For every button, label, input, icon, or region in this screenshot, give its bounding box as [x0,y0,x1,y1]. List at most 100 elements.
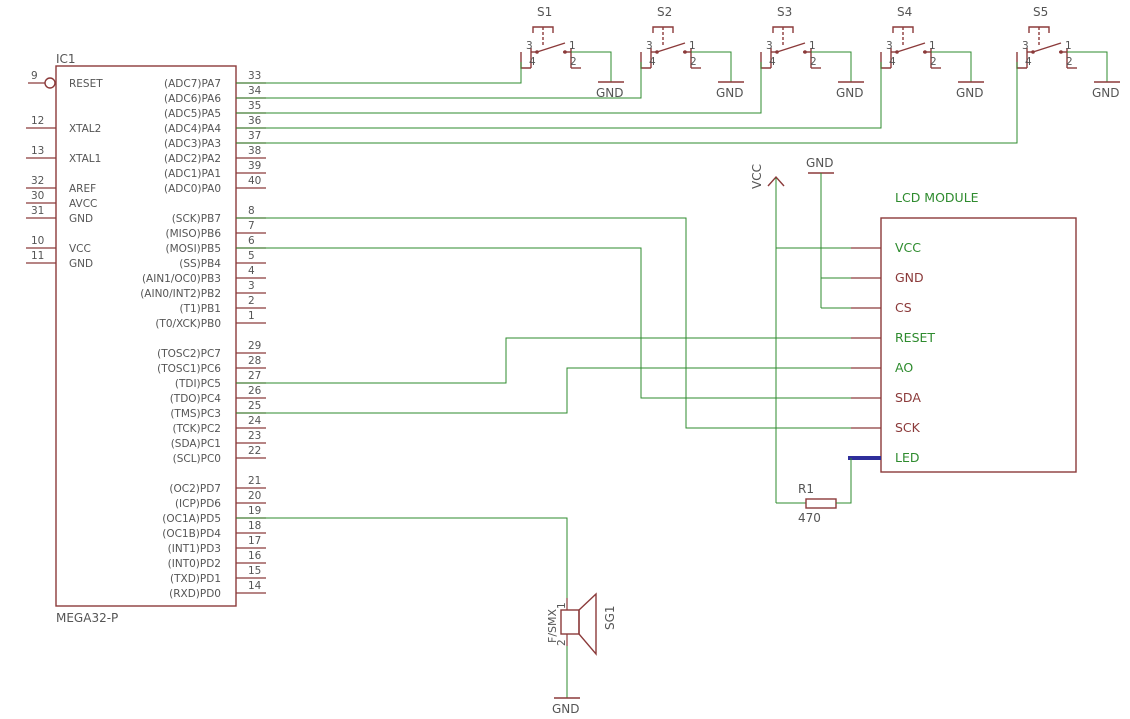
switch-gnd-wire [691,51,732,82]
ic1-left-pin-name: GND [69,258,93,270]
ic1-right-pin-name: (MISO)PB6 [166,228,222,240]
switch-node-left [1031,50,1035,54]
ic1-right-pin-name: (INT0)PD2 [168,558,221,570]
ic1-left-pin-name: AREF [69,183,96,195]
ic1-right-pin-name: (ADC2)PA2 [164,153,221,165]
vcc-arrow-icon [767,175,785,187]
switch-pin2-num: 2 [570,56,577,68]
ic1-right-pin-num: 28 [248,355,261,367]
ic1-right-pin-name: (OC2)PD7 [169,483,221,495]
ic1-right-pin-num: 18 [248,520,261,532]
switch-lever-icon [656,42,686,53]
ic1-right-pin-name: (ICP)PD6 [175,498,221,510]
ic1-left-pin-name: RESET [69,78,103,90]
ic1-right-pin-name: (INT1)PD3 [168,543,221,555]
switch-lever-icon [1032,42,1062,53]
switch-pin1-num: 1 [689,40,696,52]
switch-pin3-num: 3 [1022,40,1029,52]
ic1-right-pin-num: 33 [248,70,261,82]
buzzer-sg1: GND SG1 F/SMX 1 2 [236,517,617,716]
ic1-ref: IC1 [56,52,76,66]
wire-pd5-buzzer [236,517,568,598]
ic1-left-pin-num: 32 [31,175,44,187]
wire-pa3-s5 [236,62,1018,144]
switch-node-left [775,50,779,54]
switch-ref: S2 [657,5,672,19]
switch-gnd-wire [571,51,612,82]
switch-gnd-wire [1067,51,1108,82]
ic1-right-pin-name: (ADC5)PA5 [164,108,221,120]
ic1-right-pin-num: 6 [248,235,255,247]
switch-pin2-num: 2 [690,56,697,68]
ic1-right-pin-name: (T1)PB1 [179,303,221,315]
ic1-right-pin-num: 1 [248,310,255,322]
ic1-right-pin-num: 26 [248,385,262,397]
switch-node-right [923,50,927,54]
switch-pin2-num: 2 [930,56,937,68]
wire-pb7-sck [236,217,851,429]
ic1-right-pin-num: 20 [248,490,261,502]
wire-pa4-s4 [236,62,882,129]
switch-pin4-num: 4 [889,56,896,68]
ic1-right-pin-name: (TCK)PC2 [172,423,221,435]
ic1-right-pin-name: (OC1A)PD5 [162,513,221,525]
ic1-right-pin-num: 23 [248,430,261,442]
lcd-pin-sda: SDA [895,390,921,405]
ic1-right-pin-num: 25 [248,400,261,412]
ic1-left-pin-num: 31 [31,205,44,217]
switch-pin1-num: 1 [569,40,576,52]
ic1-right-pin-name: (SCL)PC0 [173,453,221,465]
ic1-right-pin-name: (ADC0)PA0 [164,183,221,195]
wire-pc5-reset [236,337,851,384]
ic1-right-pin-name: (SDA)PC1 [171,438,221,450]
ic1-right-pin-num: 7 [248,220,255,232]
buzzer-gnd-label: GND [552,702,580,716]
switch-node-right [683,50,687,54]
buzzer-value: F/SMX [546,608,559,643]
ic1-right-pins: 33(ADC7)PA734(ADC6)PA635(ADC5)PA536(ADC4… [140,70,266,600]
ic1-right-pin-num: 29 [248,340,261,352]
ic1-right-pin-name: (TMS)PC3 [170,408,221,420]
lcd-gnd-supply: GND [806,156,834,308]
ic1-right-pin-num: 8 [248,205,255,217]
lcd-body [880,217,1077,473]
buzzer-pin1-num: 1 [556,602,568,609]
lcd-pin-led: LED [895,450,920,465]
switch-pin4-num: 4 [529,56,536,68]
ic1-right-pin-name: (T0/XCK)PB0 [155,318,221,330]
ic1-right-pin-num: 38 [248,145,261,157]
ic1-left-pin-num: 10 [31,235,44,247]
ic1-right-pin-name: (TOSC2)PC7 [157,348,221,360]
lcd-pin-ao: AO [895,360,913,375]
ic1-right-pin-name: (AIN0/INT2)PB2 [140,288,221,300]
vcc-label: VCC [750,164,764,189]
lcd-signal-wires [236,217,851,429]
switch-pin2-num: 2 [1066,56,1073,68]
port-a-wires [236,62,1018,144]
ic1-right-pin-name: (MOSI)PB5 [166,243,222,255]
wire-pa6-s2 [236,62,642,99]
ic1-left-pin-num: 12 [31,115,44,127]
switch-gnd-label: GND [1092,86,1120,100]
switch-gnd-label: GND [596,86,624,100]
ic1-right-pin-num: 34 [248,85,262,97]
vcc-supply: VCC [750,164,785,503]
switch-pin2-num: 2 [810,56,817,68]
ic1-right-pin-num: 14 [248,580,262,592]
switch-gnd-wire [811,51,852,82]
switch-pin3-num: 3 [526,40,533,52]
lcd-pin-reset: RESET [895,330,935,345]
ic1-right-pin-num: 3 [248,280,255,292]
switch-lever-icon [896,42,926,53]
lcd-pin-gnd: GND [895,270,924,285]
ic1-right-pin-num: 4 [248,265,255,277]
ic1-right-pin-num: 21 [248,475,261,487]
ic1-right-pin-name: (ADC4)PA4 [164,123,221,135]
ic1-left-pin-num: 13 [31,145,44,157]
switch-ref: S5 [1033,5,1048,19]
switch-lever-icon [776,42,806,53]
